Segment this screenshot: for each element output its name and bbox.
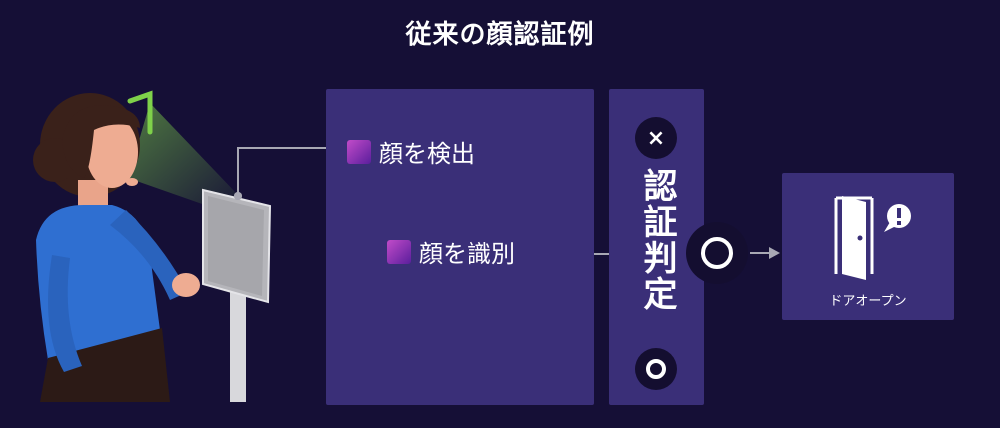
diagram-title: 従来の顔認証例 [405,20,595,50]
fail-mark-icon: × [635,117,677,159]
step-marker-icon [387,239,411,264]
connector-judge-to-door [750,247,780,259]
door-open-icon [834,196,874,280]
pass-result-circle-icon [686,222,748,284]
step-identify-label: 顔を識別 [419,240,515,268]
exclamation-bubble-icon [884,204,911,232]
camera-beam [128,103,238,205]
result-label: ドアオープン [829,294,907,309]
step-marker-icon [347,139,371,164]
step-detect: 顔を検出 [347,134,475,169]
person-illustration [33,93,200,402]
fail-mark-glyph: × [646,125,666,151]
pass-mark-icon [635,348,677,390]
step-identify: 顔を識別 [387,234,515,269]
judge-label: 認証判定 [637,168,677,312]
face-detect-bracket [127,90,153,135]
step-detect-label: 顔を検出 [379,140,475,168]
